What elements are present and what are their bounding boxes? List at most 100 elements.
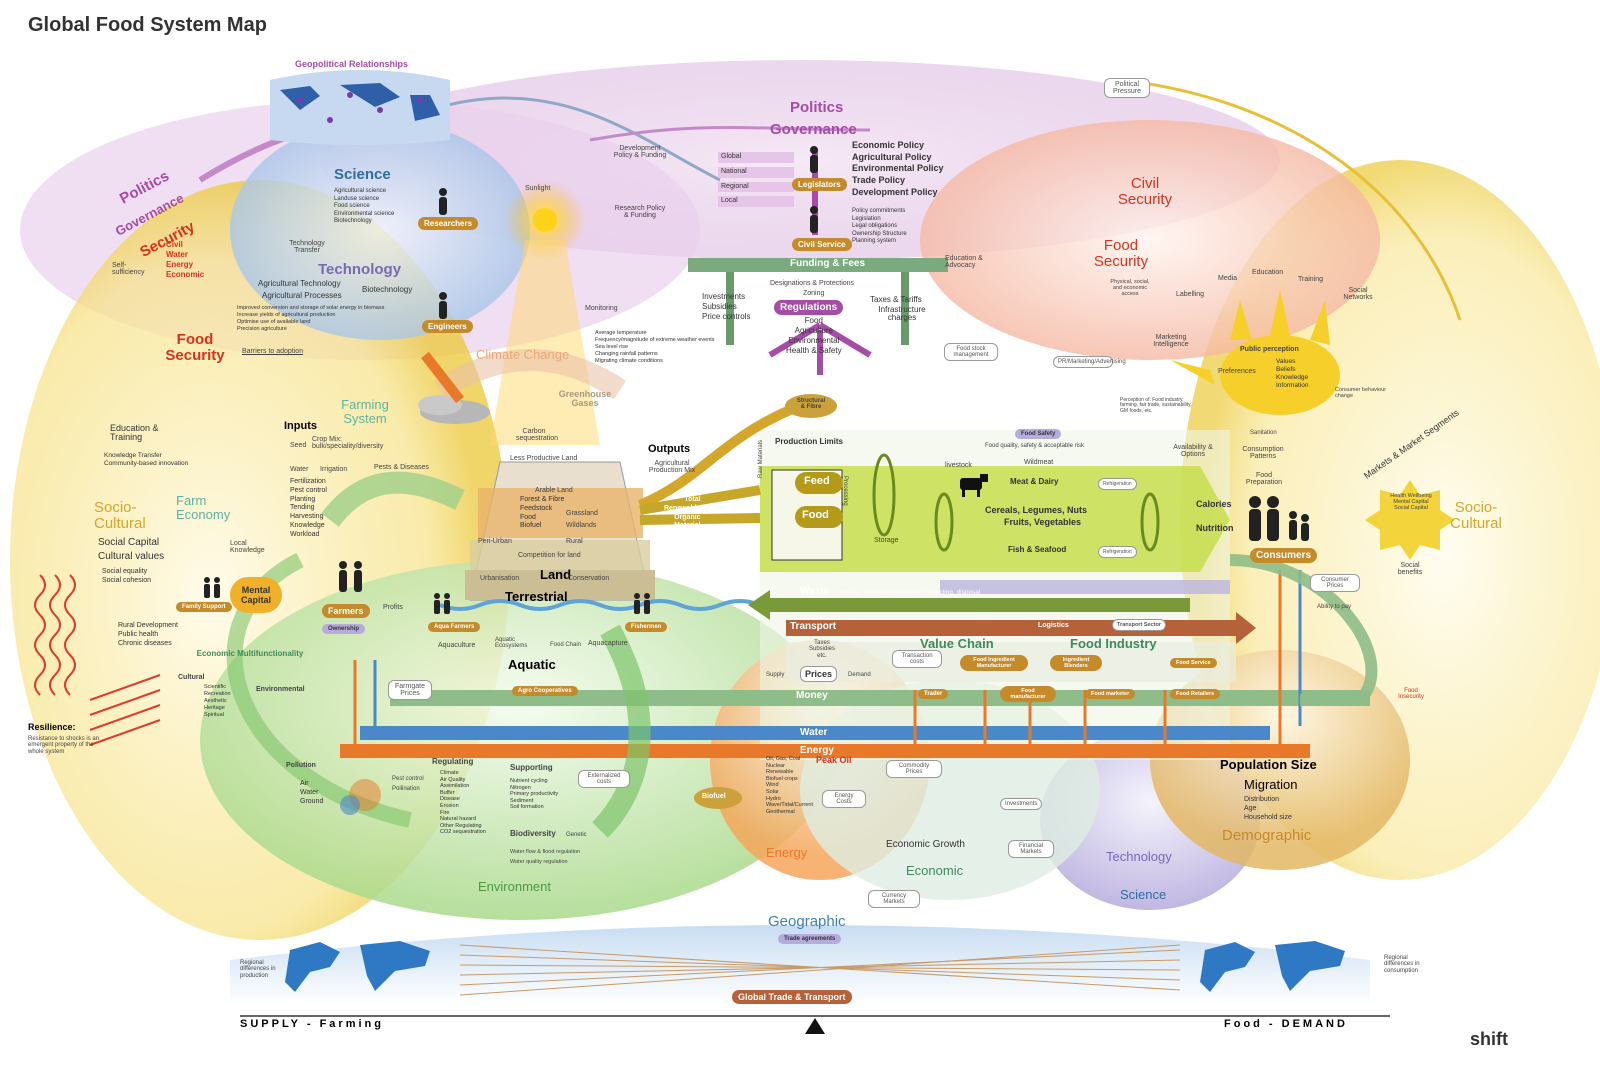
perception-list: Values Beliefs Knowledge Information — [1276, 358, 1309, 391]
inputs-label: Inputs — [284, 420, 317, 432]
regulation-item: Environmental — [788, 336, 840, 345]
food-marketer-pill: Food marketer — [1085, 689, 1136, 699]
urbanisation-label: Urbanisation — [480, 575, 520, 582]
policy-small-item: Planning system — [852, 238, 897, 244]
availability-label: Availability & Options — [1173, 444, 1213, 459]
input-item: Workload — [290, 530, 320, 538]
security-type: Water — [166, 250, 188, 259]
tech-transfer-label: Technology Transfer — [289, 240, 325, 255]
security-type: Civil — [166, 240, 183, 249]
level-item: National — [718, 166, 794, 178]
legislators-pill: Legislators — [792, 178, 847, 191]
regulating-item: Natural hazard — [440, 816, 477, 823]
rural-item: Public health — [118, 630, 159, 638]
environment-label: Environment — [478, 879, 551, 894]
education-advocacy-label: Education & Advocacy — [945, 255, 983, 270]
marketing-intel-label: Marketing Intelligence — [1153, 334, 1189, 349]
bottom-science-label: Science — [1120, 887, 1167, 902]
energy-source: Hydro — [766, 795, 781, 802]
grassland-label: Grassland — [566, 510, 598, 517]
funding-item: Investments — [702, 292, 746, 301]
cultural-item: Scientific — [204, 684, 227, 690]
consumer-behaviour-label: Consumer behaviour change — [1335, 387, 1387, 399]
economic-growth-label: Economic Growth — [886, 839, 965, 850]
pollution-items: Air Water Ground — [300, 780, 323, 806]
terrestrial-label: Terrestrial — [505, 589, 568, 604]
energy-sources: Oil, Gas, Coal Nuclear Renewable Biofuel… — [766, 756, 813, 815]
right-socio-cultural-label: Socio-Cultural — [1450, 499, 1502, 532]
sanitation-label: Sanitation — [1250, 430, 1277, 436]
externalized-costs-box: Externalized costs — [578, 770, 630, 788]
level-item: Local — [718, 196, 794, 207]
population-size-label: Population Size — [1220, 757, 1317, 772]
pollution-item: Ground — [300, 797, 324, 805]
energy-source: Oil, Gas, Coal — [766, 756, 801, 762]
policy-small-item: Legislation — [852, 215, 881, 222]
science-item: Environmental science — [334, 210, 395, 217]
monitoring-label: Monitoring — [585, 305, 618, 312]
pollution-label: Pollution — [286, 762, 316, 769]
education-training-label: Education & Training — [110, 423, 159, 443]
transaction-costs-box: Transaction costs — [892, 650, 942, 668]
water-bar-label: Water — [800, 727, 828, 738]
less-productive-label: Less Productive Land — [510, 455, 578, 462]
science-item: Food science — [334, 203, 370, 209]
perception-item: Knowledge — [1276, 374, 1309, 382]
multifunctionality-label: Economic Multifunctionality — [196, 649, 304, 658]
policy-item: Agricultural Policy — [852, 151, 932, 162]
energy-source: Biofuel crops — [766, 775, 798, 782]
water-flow-label: Water flow & flood regulation — [510, 849, 581, 855]
regional-consumption-label: Regional differences in consumption — [1384, 955, 1420, 974]
regulating-item: Assimilation — [440, 783, 470, 790]
meat-dairy-label: Meat & Dairy — [1010, 477, 1059, 486]
bottom-technology-label: Technology — [1106, 849, 1172, 864]
energy-source: Renewable — [766, 769, 794, 776]
regulation-item: Agriculture — [794, 326, 833, 335]
food-demand-label: Food - DEMAND — [1224, 1018, 1348, 1030]
ingredient-manufacturer-pill: Food Ingredient Manufacturer — [960, 655, 1028, 671]
media-label: Media — [1218, 275, 1238, 282]
science-item: Agricultural science — [334, 188, 387, 194]
energy-source: Solar — [766, 788, 779, 795]
regulating-item: Other Regulating — [440, 822, 482, 829]
logistics-label: Logistics — [1038, 622, 1069, 629]
climate-change-label: Climate Change — [476, 347, 570, 362]
food-industry-label: Food Industry — [1070, 636, 1157, 651]
civil-security-label: Civil Security — [1117, 175, 1173, 208]
governance-levels: Global National Regional Local — [718, 152, 794, 211]
security-type: Economic — [166, 270, 205, 279]
climate-note: Migrating climate conditions — [595, 357, 663, 364]
policy-item: Development Policy — [852, 186, 938, 197]
food-manufacturer-pill: Food manufacturer — [1000, 686, 1056, 702]
social-benefits-label: Social benefits — [1397, 562, 1423, 577]
policy-item: Environmental Policy — [852, 163, 944, 174]
regulation-item: Food — [804, 316, 823, 325]
tech-item: Improved conversion and storage of solar… — [237, 305, 385, 311]
science-item: Landuse science — [334, 195, 380, 202]
competition-label: Competition for land — [518, 552, 581, 559]
output-type: Renewable — [664, 504, 701, 512]
demand-label: Demand — [848, 672, 871, 678]
edu-item: Knowledge Transfer — [104, 452, 162, 459]
agri-tech-label: Agricultural Technology — [258, 279, 341, 288]
demographic-items: Distribution Age Household size — [1244, 796, 1292, 822]
education-right-label: Education — [1252, 269, 1284, 276]
pest-control-label: Pest control — [392, 776, 424, 782]
climate-note: Frequency/magnitude of extreme weather e… — [595, 336, 715, 343]
pests-label: Pests & Diseases — [374, 464, 429, 471]
left-food-security-label: Food Security — [165, 331, 225, 364]
preferences-label: Preferences — [1218, 368, 1256, 375]
global-trade-pill: Global Trade & Transport — [732, 990, 852, 1004]
land-label: Land — [540, 567, 572, 582]
biodiversity-label: Biodiversity — [510, 829, 556, 838]
research-policy-label: Research Policy & Funding — [614, 205, 666, 220]
rural-item: Chronic diseases — [118, 639, 172, 647]
supply-farming-label: SUPPLY - Farming — [240, 1018, 384, 1030]
feed-label: Feed — [804, 475, 830, 487]
food-service-pill: Food Service — [1170, 658, 1217, 668]
resilience-text: Resistance to shocks is an emergent prop… — [28, 736, 100, 755]
economic-label: Economic — [906, 863, 964, 878]
labelling-label: Labelling — [1176, 291, 1205, 298]
seed-label: Seed — [290, 442, 307, 449]
tech-item: Precision agriculture — [237, 325, 287, 332]
